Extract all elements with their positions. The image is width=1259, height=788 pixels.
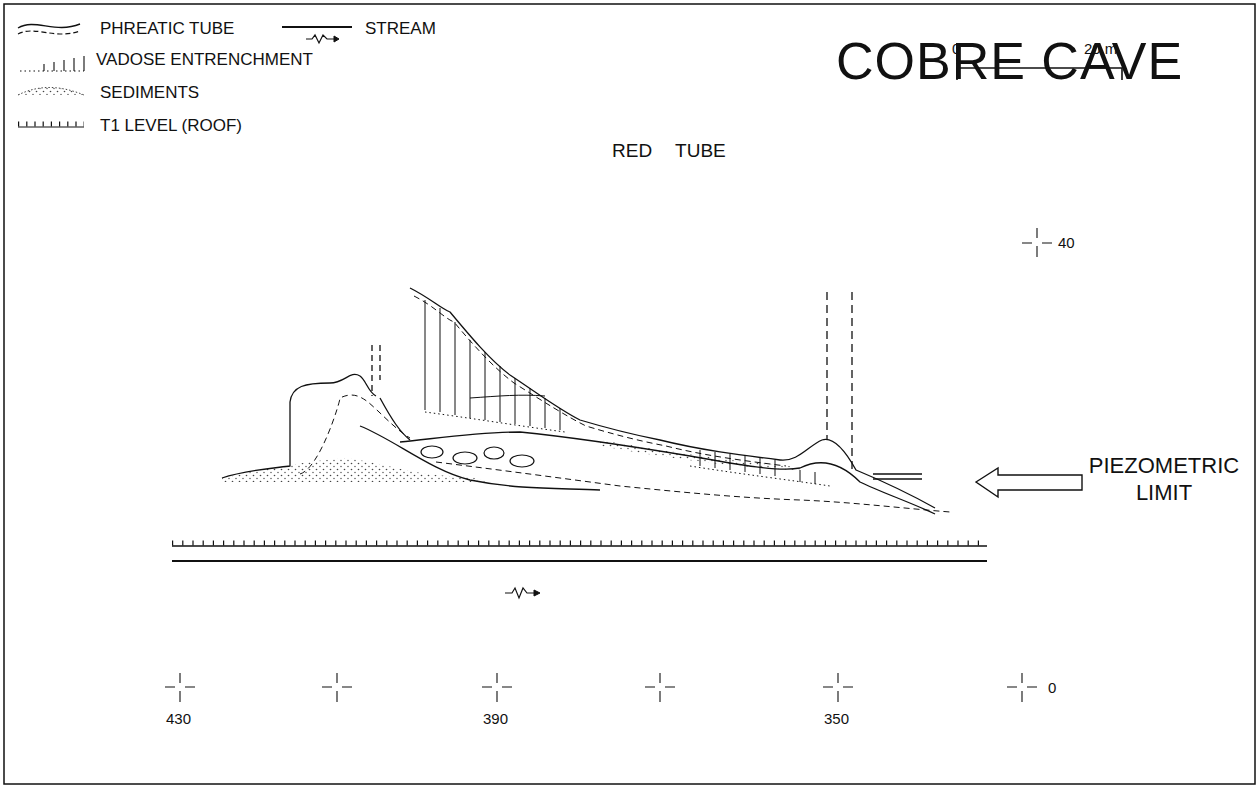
diagram-title: COBRE CAVE [836,32,1183,92]
anastomoses [421,446,534,467]
drawing-path [18,31,80,34]
drawing-path [44,56,84,71]
drawing-line [172,541,987,546]
drawing-path [380,398,410,440]
drawing-ellipse [453,452,477,464]
drawing-path [360,426,600,490]
drawing-ellipse [421,446,443,458]
drawing-line [172,560,987,562]
drawing-path [300,395,410,474]
drawing-path [645,673,675,702]
piezometric-limit [873,468,1082,497]
drawing-path [222,374,376,478]
legend-text: T1 LEVEL (ROOF) [100,116,242,136]
drawing-path [18,24,80,28]
drawing-path [400,432,935,514]
passage-name: RED TUBE [612,140,726,162]
drawing-path [690,466,830,486]
scale-value: 0 [952,40,960,57]
drawing-path [322,673,352,702]
drawing-polygon [976,468,1082,497]
drawing-line [172,545,987,546]
drawing-path [873,474,922,479]
legend-text: STREAM [365,19,436,39]
drawing-path [505,588,534,598]
axis-value: 0 [1048,679,1056,696]
legend-text: SEDIMENTS [100,83,199,103]
drawing-line [282,26,352,28]
cave-walls [222,288,950,514]
grid-crosses [165,228,1052,702]
legend-samples [18,24,352,127]
legend-text: PHREATIC TUBE [100,19,234,39]
vadose-entrenchment [425,300,830,486]
axis-value: 430 [166,710,191,727]
drawing-line [18,126,84,127]
t1-level-and-stream [172,543,987,598]
limit-label: PIEZOMETRIC LIMIT [1084,452,1244,506]
drawing-path [470,395,545,398]
drawing-path [425,412,565,432]
drawing-path [436,462,950,512]
scale-value: 20 m. [1084,40,1122,57]
drawing-path [482,673,512,702]
drawing-path [334,36,339,42]
axis-value: 40 [1058,234,1075,251]
drawing-path [823,673,853,702]
sediments [222,440,800,482]
drawing-path [1007,673,1037,702]
drawing-path [534,590,540,596]
drawing-path [414,296,786,466]
axis-value: 350 [824,710,849,727]
drawing-ellipse [484,447,504,459]
drawing-path [827,292,852,470]
drawing-path [700,450,815,484]
drawing-line [18,122,84,127]
drawing-path [425,300,560,430]
legend-text: VADOSE ENTRENCHMENT [96,50,313,70]
axis-value: 390 [483,710,508,727]
frame [4,4,1255,784]
drawing-path [306,35,334,43]
drawing-path [822,439,935,508]
drawing-path [372,345,380,396]
drawing-path [1022,228,1052,257]
drawing-path [165,673,195,702]
drawing-path [18,87,84,95]
drawing-path [18,87,84,95]
drawing-ellipse [510,455,534,467]
